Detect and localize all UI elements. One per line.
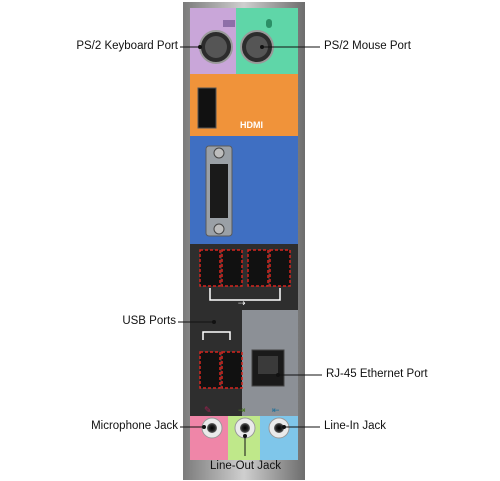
hdmi-port: [197, 87, 217, 129]
mouse-icon: [266, 19, 272, 28]
ps2-mouse-socket: [246, 36, 268, 58]
label-usb: USB Ports: [122, 315, 176, 327]
microphone-icon: ✎: [204, 406, 212, 416]
usb-port-4: [269, 249, 291, 287]
usb-bracket-upper: [209, 288, 281, 301]
usb-port-5: [199, 351, 221, 389]
callout-dot-microphone: [202, 425, 206, 429]
callout-dot-ps2-keyboard: [198, 45, 202, 49]
line-out-jack: [240, 423, 250, 433]
label-microphone: Microphone Jack: [91, 420, 178, 432]
callout-dot-line-in: [282, 425, 286, 429]
callout-dot-ps2-mouse: [260, 45, 264, 49]
line-in-jack: [274, 423, 284, 433]
vga-screw-top: [213, 147, 225, 159]
usb-bracket-lower: [202, 331, 231, 340]
usb-port-6: [221, 351, 243, 389]
ps2-keyboard-socket: [205, 36, 227, 58]
vga-screw-bottom: [213, 223, 225, 235]
vga-port-socket: [210, 164, 228, 218]
hdmi-logo-text: HDMI: [240, 120, 263, 130]
label-ps2-mouse: PS/2 Mouse Port: [324, 40, 411, 52]
line-out-icon: ⇥: [238, 406, 246, 416]
callout-dot-line-out: [243, 434, 247, 438]
label-line-out: Line-Out Jack: [210, 460, 281, 472]
usb-port-2: [221, 249, 243, 287]
label-line-in: Line-In Jack: [324, 420, 387, 432]
usb-port-1: [199, 249, 221, 287]
callout-dot-usb: [212, 320, 216, 324]
label-ps2-keyboard: PS/2 Keyboard Port: [76, 40, 178, 52]
line-in-icon: ⇤: [272, 406, 280, 416]
usb-symbol-icon: ⇢: [238, 299, 246, 309]
usb-port-3: [247, 249, 269, 287]
mic-jack: [207, 423, 217, 433]
rj45-socket: [258, 356, 278, 374]
label-rj45: RJ-45 Ethernet Port: [326, 368, 428, 380]
keyboard-icon: [223, 20, 235, 27]
callout-dot-rj45: [276, 373, 280, 377]
